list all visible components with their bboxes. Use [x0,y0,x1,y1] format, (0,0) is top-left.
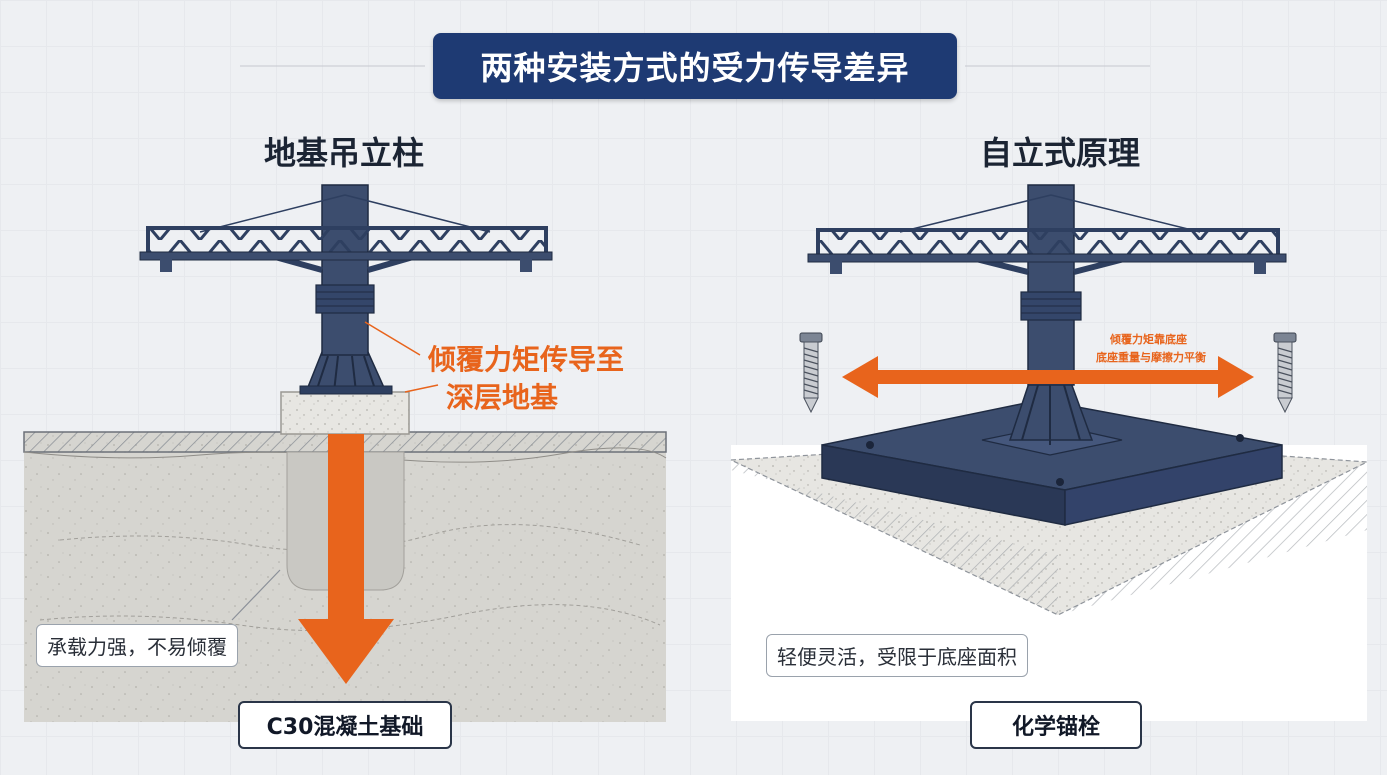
left-annotation-line2: 深层地基 [446,381,559,414]
truss-boom [146,226,548,256]
pole-column [321,184,369,356]
right-scene [730,379,1370,721]
soil-crack [39,604,661,632]
right-panel-title: 自立式原理 [979,134,1140,172]
right-callout: 轻便灵活，受限于底座面积 [766,634,1028,677]
main-title: 两种安装方式的受力传导差异 [433,33,957,99]
anchor-bolt-left [799,332,823,414]
left-callout: 承载力强，不易倾覆 [36,624,238,667]
right-annotation-line2: 底座重量与摩擦力平衡 [1096,351,1206,364]
anchor-bolt-right [1273,332,1297,414]
force-arrow-shaft [328,434,364,619]
left-scene [23,391,667,722]
base-plate-front [1064,444,1283,526]
right-pole-structure [807,184,1287,386]
annotation-leader [404,384,439,393]
annotation-leader [364,321,421,356]
left-panel-label: C30混凝土基础 [238,701,452,749]
concrete-pedestal [280,391,410,435]
callout-leader [231,569,281,621]
balance-arrow [842,356,1254,398]
left-pole-structure [139,184,553,621]
force-arrow-head [298,619,394,684]
pole-column [1027,184,1075,386]
right-annotation-line1: 倾覆力矩靠底座 [1110,333,1187,346]
left-panel-title: 地基吊立柱 [263,134,424,172]
truss-boom [816,228,1280,258]
left-annotation-line1: 倾覆力矩传导至 [428,343,625,376]
right-panel-label: 化学锚栓 [970,701,1142,749]
